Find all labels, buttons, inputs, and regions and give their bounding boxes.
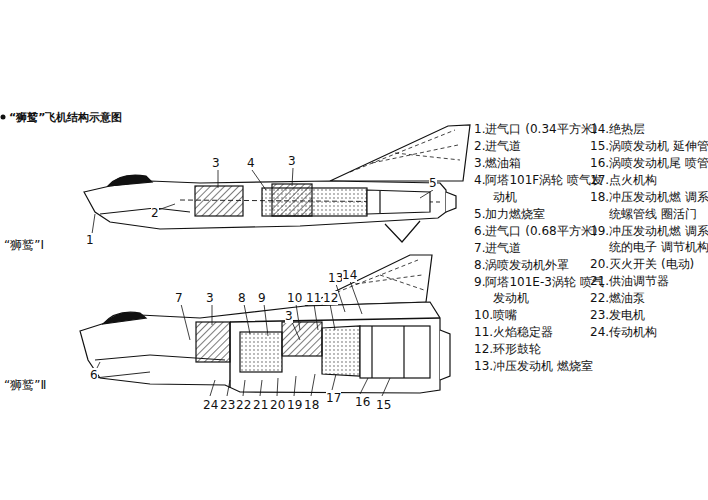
key-entry: 13.冲压发动机 燃烧室 [474,358,605,375]
callout-number: 15 [376,398,391,412]
callout-number: 9 [258,291,266,305]
key-entry: 3.燃油箱 [474,155,605,172]
callout-number: 18 [304,398,319,412]
key-entry: 19.冲压发动机燃 调系统的电子 调节机构 [590,223,708,256]
key-entry: 10.喷嘴 [474,307,605,324]
callout-number: 5 [429,176,437,190]
key-entry: 14.绝热层 [590,121,708,138]
callout-number: 12 [323,291,338,305]
callout-number: 4 [247,156,255,170]
callout-number: 22 [236,398,251,412]
key-entry: 20.灭火开关 (电动) [590,256,708,273]
callout-number: 24 [203,398,218,412]
figure-title: “狮鹫”飞机结构示意图 [9,110,122,125]
callout-number: 3 [285,309,293,323]
key-entry: 9.阿塔101E-3涡轮 喷气发动机 [474,274,605,307]
key-entry: 23.发电机 [590,307,708,324]
aircraft-name: “狮鹫”Ⅱ [4,378,46,392]
callout-number: 3 [288,154,296,168]
callout-number: 7 [175,291,183,305]
callout-number: 16 [355,395,370,409]
aircraft-two [80,255,450,396]
key-entry: 16.涡喷发动机尾 喷管 [590,155,708,172]
key-entry: 21.供油调节器 [590,273,708,290]
callout-number: 14 [342,268,357,282]
callout-number: 10 [287,291,302,305]
key-entry: 6.进气口 (0.68平方米) [474,223,605,240]
callout-number: 13 [328,271,343,285]
key-entry: 1.进气口 (0.34平方米) [474,121,605,138]
callout-number: 2 [151,206,159,220]
callout-number: 21 [253,398,268,412]
key-entry: 8.涡喷发动机外罩 [474,257,605,274]
callout-number: 11 [306,291,321,305]
aircraft-one [84,125,470,242]
title-bullet [1,115,6,120]
key-entry: 5.加力燃烧室 [474,206,605,223]
key-entry: 17.点火机构 [590,172,708,189]
key-entry: 4.阿塔101F涡轮 喷气发动机 [474,172,605,205]
key-entry: 18.冲压发动机燃 调系统螺管线 圈活门 [590,189,708,222]
callout-number: 19 [287,398,302,412]
key-entry: 22.燃油泵 [590,290,708,307]
callout-number: 8 [238,291,246,305]
aircraft-name: “狮鹫”Ⅰ [4,238,44,252]
key-entry: 7.进气道 [474,240,605,257]
callout-number: 3 [212,156,220,170]
key-entry: 24.传动机构 [590,324,708,341]
key-entry: 15.涡喷发动机 延伸管 [590,138,708,155]
callout-number: 20 [270,398,285,412]
key-entry: 11.火焰稳定器 [474,324,605,341]
callout-number: 3 [206,291,214,305]
callout-number: 1 [86,233,94,247]
callout-number: 23 [220,398,235,412]
key-entry: 2.进气道 [474,138,605,155]
callout-number: 17 [326,391,341,405]
callout-number: 6 [90,368,98,382]
key-entry: 12.环形鼓轮 [474,341,605,358]
